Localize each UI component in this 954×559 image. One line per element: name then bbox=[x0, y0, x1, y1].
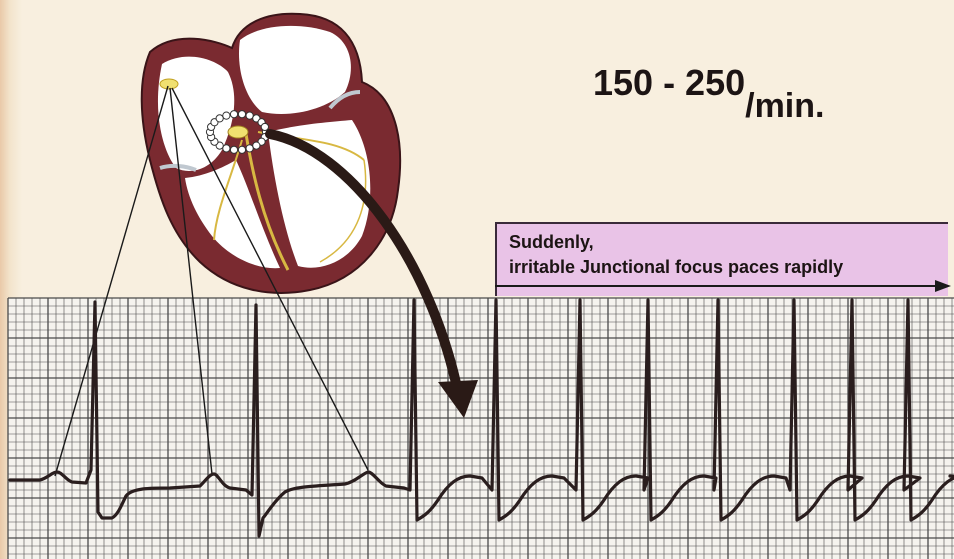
focus-ring-dot bbox=[223, 112, 230, 119]
banner-line2: irritable Junctional focus paces rapidly bbox=[509, 257, 843, 278]
focus-ring-dot bbox=[253, 142, 260, 149]
banner-arrow-head bbox=[935, 280, 951, 292]
focus-ring-dot bbox=[230, 111, 237, 118]
banner-line1: Suddenly, bbox=[509, 232, 594, 253]
focus-ring-dot bbox=[223, 145, 230, 152]
ecg-grid-paper bbox=[8, 298, 954, 559]
focus-ring-dot bbox=[238, 111, 245, 118]
sa-node bbox=[160, 79, 178, 89]
heart-rate-value: 150 - 250 bbox=[593, 62, 745, 103]
heart-rate-unit: /min. bbox=[745, 87, 824, 125]
focus-ring-dot bbox=[261, 123, 268, 130]
focus-ring-dot bbox=[230, 146, 237, 153]
heart-illustration bbox=[142, 14, 400, 293]
focus-ring-dot bbox=[216, 115, 223, 122]
heart-rate-label: 150 - 250/min. bbox=[593, 62, 824, 104]
focus-ring-dot bbox=[246, 112, 253, 119]
banner-arrow bbox=[495, 276, 954, 298]
junctional-focus bbox=[228, 126, 248, 138]
focus-ring-dot bbox=[238, 146, 245, 153]
grid-background bbox=[8, 298, 954, 559]
focus-ring-dot bbox=[246, 145, 253, 152]
